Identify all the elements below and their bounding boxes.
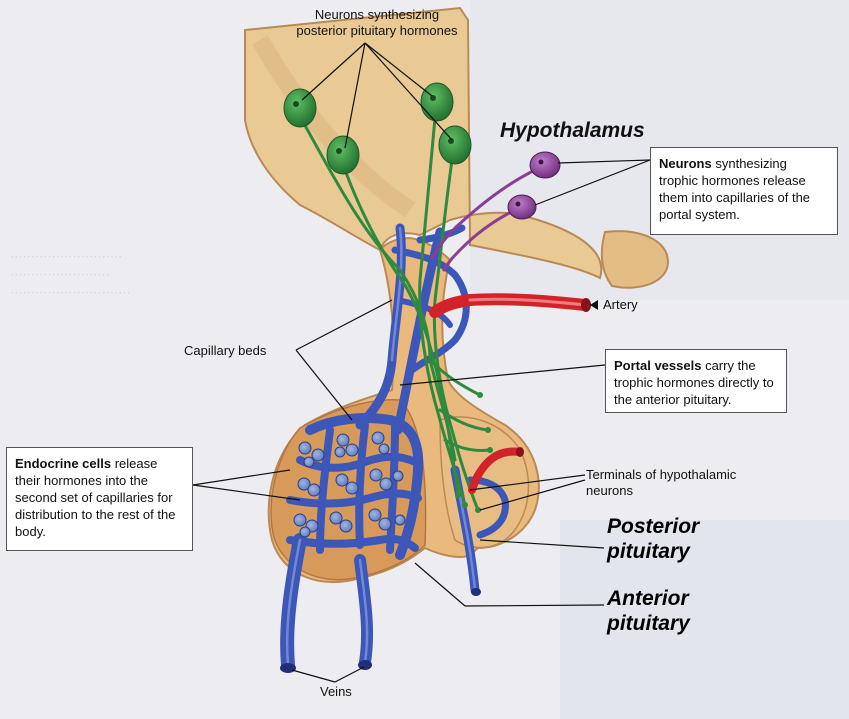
artery-opening bbox=[581, 298, 591, 312]
green-neuron-cell bbox=[327, 136, 359, 174]
purple-neuron-somas bbox=[508, 152, 560, 219]
purple-neuron-cell bbox=[508, 195, 536, 219]
artery-opening-posterior bbox=[516, 447, 524, 457]
callout-portal-vessels: Portal vessels carry the trophic hormone… bbox=[605, 349, 787, 413]
vein-opening-left bbox=[280, 663, 296, 673]
callout-portal-vessels-bold: Portal vessels bbox=[614, 358, 701, 373]
hypothalamus-bulge bbox=[602, 231, 668, 287]
label-terminals: Terminals of hypothalamic neurons bbox=[586, 467, 736, 499]
label-neurons-posterior: Neurons synthesizing posterior pituitary… bbox=[282, 7, 472, 39]
artery-arrowhead bbox=[590, 300, 598, 310]
label-posterior-pituitary: Posterior pituitary bbox=[607, 514, 699, 564]
callout-neurons-trophic-bold: Neurons bbox=[659, 156, 712, 171]
endocrine-cells bbox=[294, 432, 405, 537]
label-artery: Artery bbox=[603, 297, 638, 313]
label-capillary-beds: Capillary beds bbox=[184, 343, 266, 359]
green-neuron-cell bbox=[284, 89, 316, 127]
purple-neuron-cell bbox=[530, 152, 560, 178]
vein-opening-posterior bbox=[471, 588, 481, 596]
label-hypothalamus: Hypothalamus bbox=[500, 119, 645, 143]
callout-neurons-trophic: Neurons synthesizing trophic hormones re… bbox=[650, 147, 838, 235]
label-anterior-pituitary: Anterior pituitary bbox=[607, 586, 690, 636]
green-neuron-cell bbox=[421, 83, 453, 121]
label-veins: Veins bbox=[320, 684, 352, 700]
callout-endocrine-cells: Endocrine cells release their hormones i… bbox=[6, 447, 193, 551]
callout-endocrine-cells-bold: Endocrine cells bbox=[15, 456, 111, 471]
